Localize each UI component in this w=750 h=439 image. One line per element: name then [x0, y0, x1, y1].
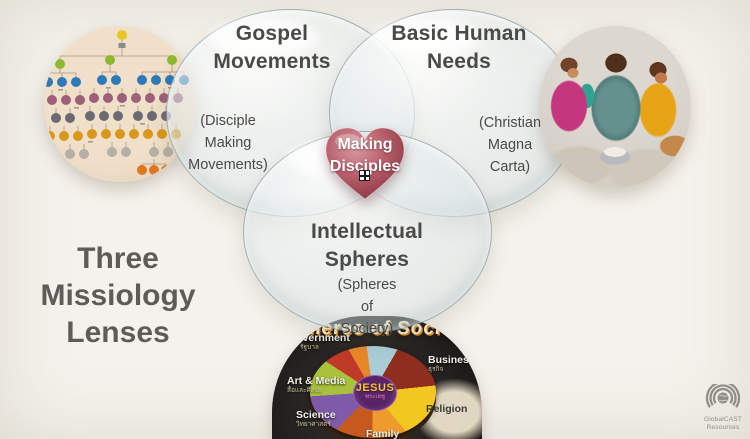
spheres-of-society-photo: Spheres of Society JESUS พระเยซู Governm…	[272, 316, 482, 439]
heart-shape	[325, 127, 405, 200]
plus-badge-icon[interactable]	[359, 170, 370, 181]
children-photo	[539, 26, 691, 188]
label-religion: Religion	[426, 403, 468, 415]
label-family: Family	[366, 428, 400, 439]
jesus-center-circle: JESUS พระเยซู	[353, 375, 397, 411]
label-government: Government รัฐบาล	[288, 332, 350, 352]
jesus-sublabel-thai: พระเยซู	[364, 394, 386, 400]
intellectual-spheres-circle	[243, 131, 492, 333]
broadcast-globe-icon	[705, 380, 741, 408]
jesus-label: JESUS	[355, 382, 395, 394]
label-science: Science วิทยาศาสตร์	[296, 409, 336, 429]
label-art-media: Art & Media สื่อและศิลปะ	[287, 375, 346, 395]
label-business: Business ธุรกิจ	[428, 354, 475, 374]
